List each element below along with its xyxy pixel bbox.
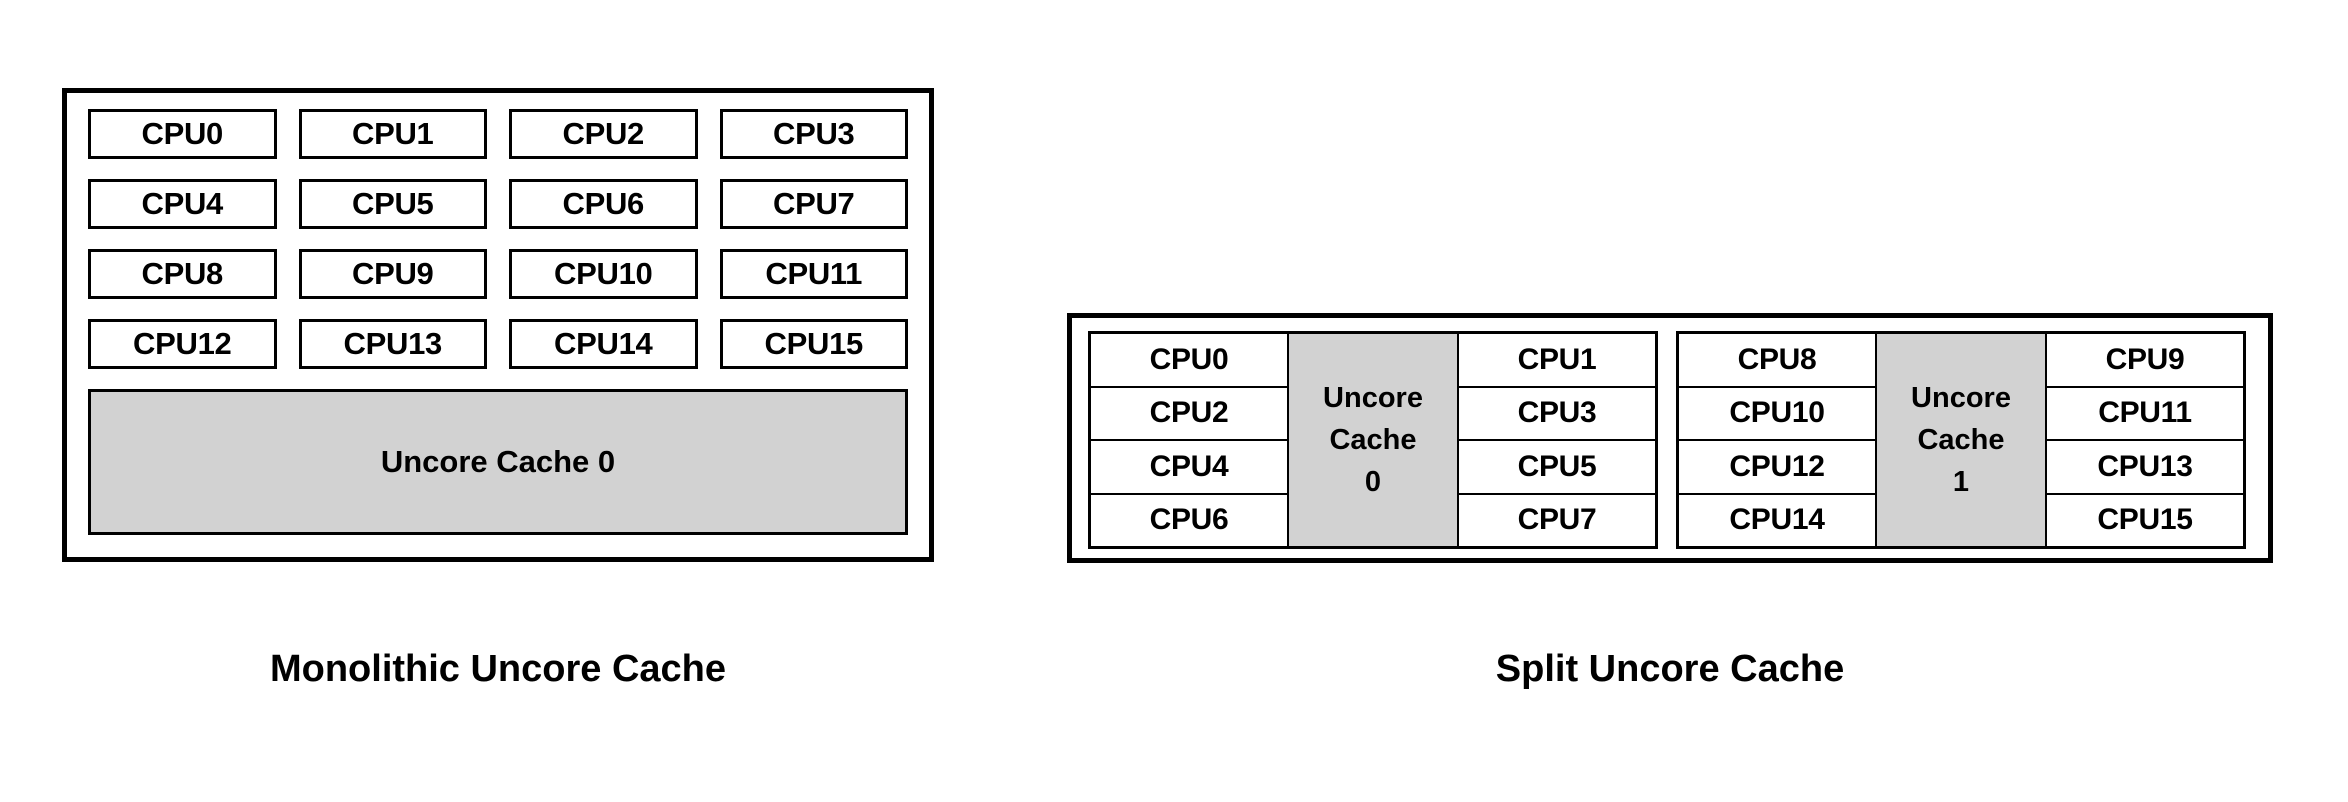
uncore-cache-box: Uncore Cache 0 bbox=[1287, 334, 1459, 546]
uncore-cache-box: Uncore Cache 0 bbox=[88, 389, 908, 535]
cpu-box: CPU10 bbox=[509, 249, 698, 299]
uncore-cache-box: Uncore Cache 1 bbox=[1875, 334, 2047, 546]
cpu-box: CPU7 bbox=[1459, 494, 1655, 546]
cpu-box: CPU6 bbox=[1091, 494, 1287, 546]
cpu-box: CPU6 bbox=[509, 179, 698, 229]
cpu-box: CPU5 bbox=[298, 179, 487, 229]
monolithic-inner-container: CPU0 CPU1 CPU2 CPU3 CPU4 CPU5 CPU6 CPU7 … bbox=[88, 109, 908, 539]
cpu-box: CPU2 bbox=[1091, 387, 1287, 441]
cpu-box: CPU7 bbox=[719, 179, 908, 229]
cpu-column-left: CPU0 CPU2 CPU4 CPU6 bbox=[1091, 334, 1287, 546]
cpu-box: CPU4 bbox=[1091, 441, 1287, 495]
cpu-box: CPU2 bbox=[509, 109, 698, 159]
cpu-column-left: CPU8 CPU10 CPU12 CPU14 bbox=[1679, 334, 1875, 546]
monolithic-caption: Monolithic Uncore Cache bbox=[269, 648, 727, 690]
cpu-box: CPU1 bbox=[1459, 334, 1655, 388]
cpu-column-right: CPU9 CPU11 CPU13 CPU15 bbox=[2047, 334, 2243, 546]
cpu-box: CPU13 bbox=[298, 319, 487, 369]
cpu-row: CPU8 CPU9 CPU10 CPU11 bbox=[88, 249, 908, 299]
cpu-box: CPU15 bbox=[719, 319, 908, 369]
cpu-box: CPU10 bbox=[1679, 387, 1875, 441]
cpu-box: CPU14 bbox=[1679, 494, 1875, 546]
cpu-box: CPU12 bbox=[88, 319, 277, 369]
cpu-box: CPU5 bbox=[1459, 441, 1655, 495]
cpu-box: CPU12 bbox=[1679, 441, 1875, 495]
split-inner-container: CPU0 CPU2 CPU4 CPU6 Uncore Cache 0 CPU1 … bbox=[1088, 331, 2246, 549]
cpu-box: CPU14 bbox=[509, 319, 698, 369]
uncore-cache-label-line: Uncore bbox=[1911, 381, 2011, 414]
cpu-box: CPU3 bbox=[1459, 387, 1655, 441]
cpu-box: CPU3 bbox=[719, 109, 908, 159]
uncore-cache-label-line: Cache bbox=[1329, 423, 1417, 456]
cpu-box: CPU8 bbox=[1679, 334, 1875, 388]
cpu-box: CPU4 bbox=[88, 179, 277, 229]
cpu-box: CPU11 bbox=[719, 249, 908, 299]
cpu-box: CPU9 bbox=[2047, 334, 2243, 388]
uncore-cache-label-line: 1 bbox=[1952, 466, 1970, 499]
cpu-box: CPU15 bbox=[2047, 494, 2243, 546]
uncore-cache-label-line: Uncore bbox=[1323, 381, 1423, 414]
split-cache-group: CPU0 CPU2 CPU4 CPU6 Uncore Cache 0 CPU1 … bbox=[1088, 331, 1658, 549]
monolithic-uncore-cache-diagram: CPU0 CPU1 CPU2 CPU3 CPU4 CPU5 CPU6 CPU7 … bbox=[62, 88, 934, 562]
split-cache-group: CPU8 CPU10 CPU12 CPU14 Uncore Cache 1 CP… bbox=[1676, 331, 2246, 549]
cpu-row: CPU0 CPU1 CPU2 CPU3 bbox=[88, 109, 908, 159]
cpu-box: CPU9 bbox=[298, 249, 487, 299]
cpu-row: CPU12 CPU13 CPU14 CPU15 bbox=[88, 319, 908, 369]
cpu-box: CPU13 bbox=[2047, 441, 2243, 495]
cpu-row: CPU4 CPU5 CPU6 CPU7 bbox=[88, 179, 908, 229]
split-uncore-cache-diagram: CPU0 CPU2 CPU4 CPU6 Uncore Cache 0 CPU1 … bbox=[1067, 313, 2273, 563]
cpu-box: CPU1 bbox=[298, 109, 487, 159]
cpu-box: CPU8 bbox=[88, 249, 277, 299]
uncore-cache-label-line: Cache bbox=[1917, 423, 2005, 456]
uncore-cache-label-line: 0 bbox=[1364, 466, 1382, 499]
cpu-box: CPU0 bbox=[88, 109, 277, 159]
cpu-box: CPU0 bbox=[1091, 334, 1287, 388]
cpu-column-right: CPU1 CPU3 CPU5 CPU7 bbox=[1459, 334, 1655, 546]
cpu-box: CPU11 bbox=[2047, 387, 2243, 441]
split-caption: Split Uncore Cache bbox=[1495, 648, 1845, 690]
